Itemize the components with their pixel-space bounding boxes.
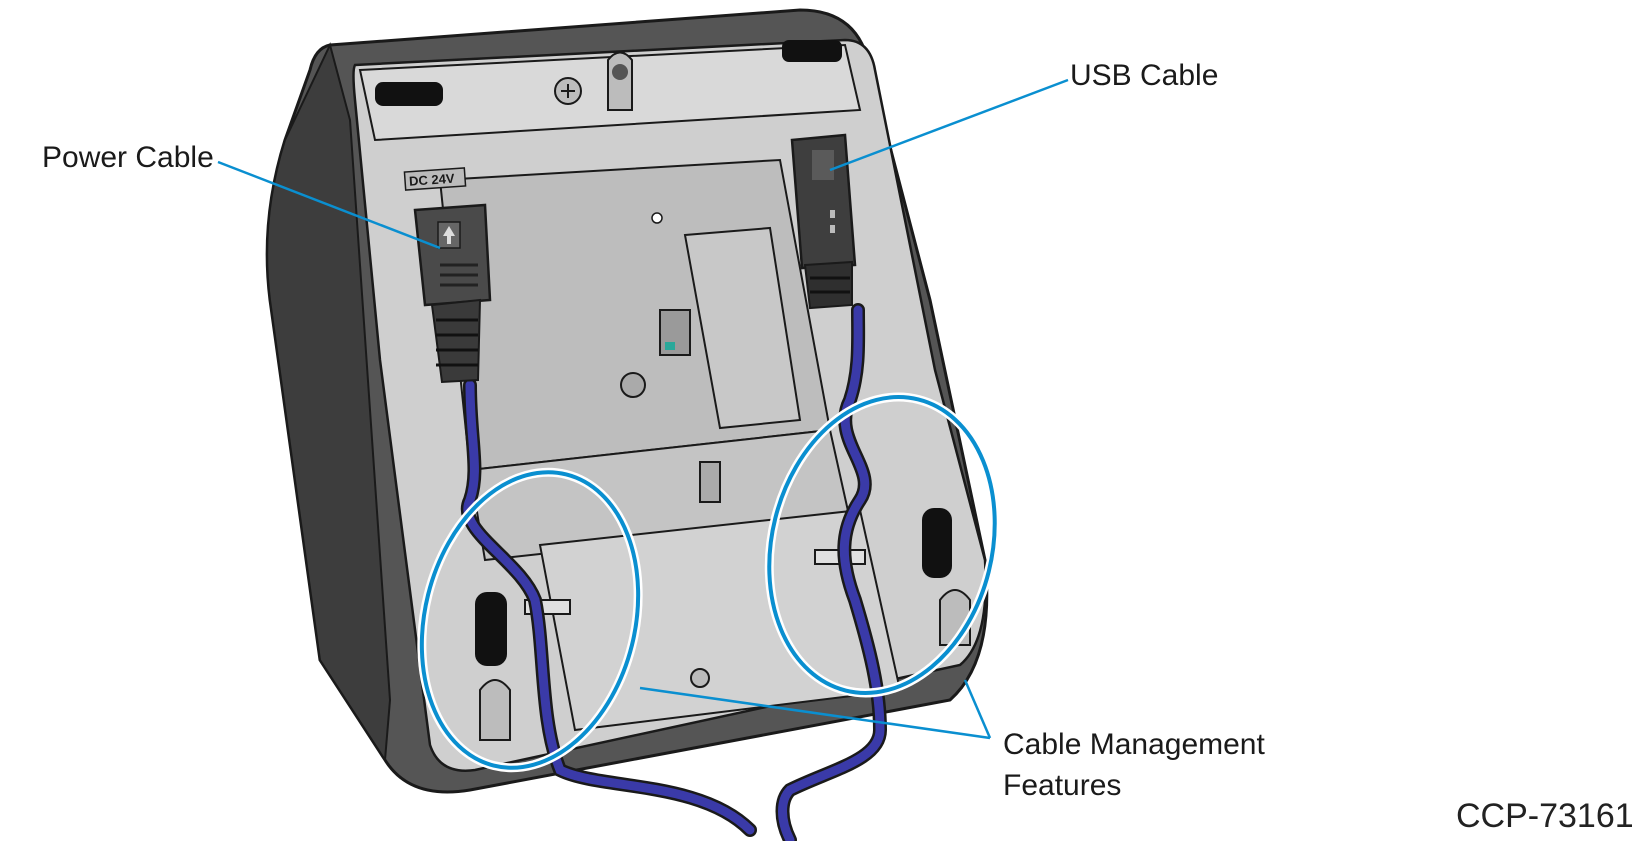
dc-port-label-text: DC 24V	[409, 171, 456, 189]
callout-leaders	[217, 78, 1069, 740]
rubber-foot-bottom-left	[475, 592, 507, 666]
callout-cable-management-line1: Cable Management	[1003, 728, 1265, 761]
callout-cable-management: Cable Management Features	[1003, 724, 1265, 806]
housing-side-face	[266, 42, 392, 763]
cable-clip-center	[699, 461, 721, 503]
leader-power-cable	[217, 160, 441, 250]
dc-port-label: DC 24V	[403, 167, 467, 191]
leader-cable-management-left	[639, 686, 991, 740]
rubber-foot-bottom-right	[922, 508, 952, 578]
usb-connector	[790, 133, 857, 310]
callout-cable-management-line2: Features	[1003, 769, 1122, 802]
leader-usb-cable	[829, 78, 1069, 172]
leader-cable-management-right	[963, 679, 992, 739]
keyhole-slot-top	[607, 51, 633, 111]
rubber-foot-top-left	[375, 82, 443, 106]
cables	[460, 303, 888, 841]
label-recess	[683, 226, 802, 430]
figure-code: CCP-73161	[1456, 797, 1634, 835]
callout-power-cable: Power Cable	[42, 141, 214, 174]
mounting-post	[620, 372, 646, 398]
rubber-foot-top-right	[782, 40, 842, 62]
callout-usb-cable: USB Cable	[1070, 59, 1219, 92]
power-connector	[413, 203, 492, 384]
keyhole-slot-bottom-left	[479, 679, 511, 741]
